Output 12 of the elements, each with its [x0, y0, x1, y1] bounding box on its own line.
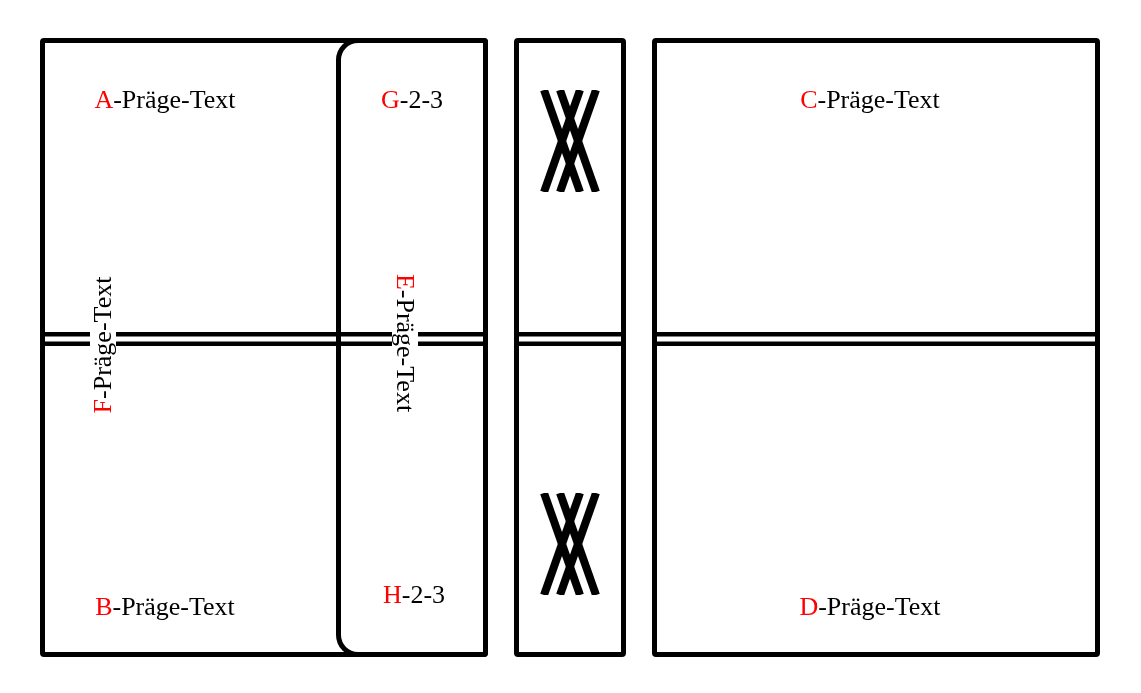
rotated-embossing-text: E-Präge-Text [392, 271, 418, 415]
spine-panel [514, 38, 626, 657]
flap-panel [336, 38, 488, 657]
embossing-text: C-Präge-Text [800, 87, 940, 113]
embossing-text: A-Präge-Text [94, 87, 236, 113]
cover-panel [652, 38, 1100, 657]
embossing-text: G-2-3 [380, 87, 444, 113]
embossing-text: B-Präge-Text [95, 594, 235, 620]
embossing-text: D-Präge-Text [799, 594, 941, 620]
cover-panel [40, 38, 488, 657]
rotated-embossing-text: F-Präge-Text [90, 274, 116, 416]
embossing-text: H-2-3 [382, 582, 446, 608]
